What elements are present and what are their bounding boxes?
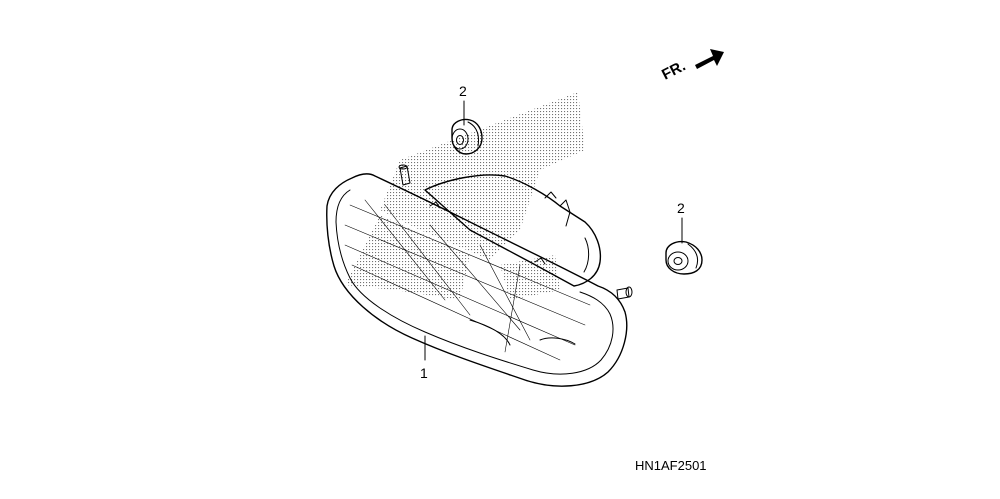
mounting-stud — [616, 287, 630, 300]
tail-light-assembly — [326, 164, 633, 387]
front-arrow-icon — [695, 49, 724, 69]
front-direction-indicator: FR. — [659, 49, 724, 84]
fr-label: FR. — [659, 57, 688, 83]
background-shading — [345, 92, 585, 300]
callout-part-2-right: 2 — [677, 200, 685, 216]
callout-part-2-upper: 2 — [459, 83, 467, 99]
callout-part-1: 1 — [420, 365, 428, 381]
mounting-stud — [399, 165, 411, 186]
lamp-lens — [326, 173, 628, 387]
diagram-code: HN1AF2501 — [635, 458, 707, 473]
lamp-housing — [424, 174, 602, 287]
grommet-right — [665, 240, 703, 275]
grommet-upper — [451, 118, 483, 155]
